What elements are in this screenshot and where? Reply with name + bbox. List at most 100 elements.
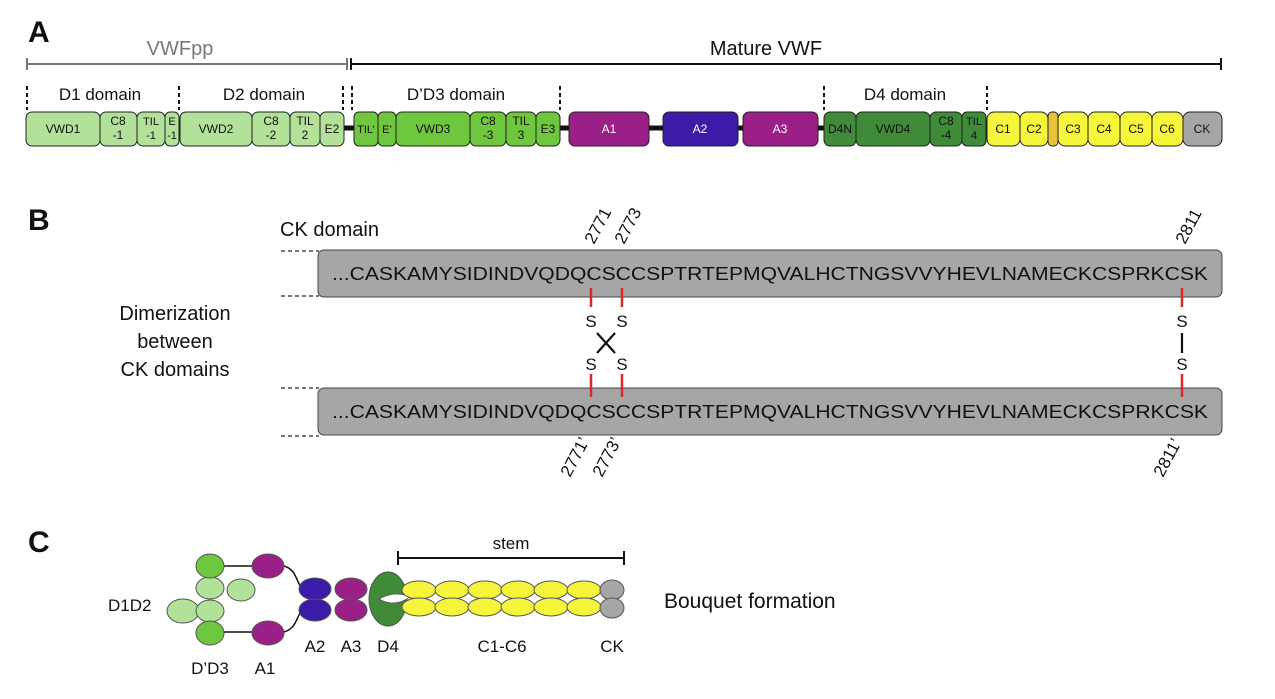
block-c6-label: C6 bbox=[1159, 122, 1175, 136]
block-d4n: D4N bbox=[823, 111, 857, 147]
d1d2-label: D1D2 bbox=[108, 596, 151, 615]
block-vwd2-label: VWD2 bbox=[199, 122, 234, 136]
block-vwd4: VWD4 bbox=[855, 111, 931, 147]
stem-bracket bbox=[397, 551, 625, 565]
bottom-ck-sequence-bar: ...CASKAMYSIDINDVQDQCSCCSPTRTEPMQVALHCTN… bbox=[317, 387, 1223, 436]
c1-c6-stem bbox=[401, 580, 602, 617]
dimerization-label-line2: between bbox=[137, 331, 213, 353]
block-a3-label: A3 bbox=[773, 122, 788, 136]
block-c3-label: C3 bbox=[1065, 122, 1081, 136]
block-c8-2-label: C8-2 bbox=[263, 114, 279, 142]
block-vwd1: VWD1 bbox=[25, 111, 101, 147]
block-c5-label: C5 bbox=[1128, 122, 1144, 136]
block-a2: A2 bbox=[662, 111, 739, 147]
ck-label: CK bbox=[600, 637, 624, 656]
block-c5: C5 bbox=[1119, 111, 1153, 147]
block-til-prime-label: TIL’ bbox=[357, 124, 375, 136]
block-vwd1-label: VWD1 bbox=[46, 122, 81, 136]
top-sequence-text: ...CASKAMYSIDINDVQDQCSCCSPTRTEPMQVALHCTN… bbox=[332, 263, 1209, 284]
d3-domains bbox=[195, 553, 225, 646]
a1-domains bbox=[251, 553, 285, 646]
panel-label-c: C bbox=[28, 526, 50, 559]
block-a2-label: A2 bbox=[693, 122, 708, 136]
residue-2811: 2811 bbox=[1172, 206, 1206, 247]
sulfur-bottom-2773: S bbox=[616, 355, 627, 374]
a2-label: A2 bbox=[305, 637, 326, 656]
cysteine-ticks bbox=[589, 288, 1184, 397]
domain-boundaries bbox=[26, 86, 988, 110]
disulfide-bonds bbox=[596, 332, 1184, 354]
panel-label-a: A bbox=[28, 16, 50, 49]
block-e-1-label: E-1 bbox=[167, 116, 177, 142]
block-c8-3: C8-3 bbox=[469, 111, 507, 147]
block-c8-4-label: C8-4 bbox=[938, 114, 954, 142]
d1d2-cluster bbox=[166, 576, 256, 624]
residue-2771: 2771 bbox=[581, 205, 616, 247]
d4-domain-label: D4 domain bbox=[864, 85, 946, 104]
block-e2: E2 bbox=[319, 111, 345, 147]
block-c8-3-label: C8-3 bbox=[480, 114, 496, 142]
panel-label-b: B bbox=[28, 204, 50, 237]
d4-label: D4 bbox=[377, 637, 399, 656]
dimerization-label-line3: CK domains bbox=[121, 359, 230, 381]
stem-label: stem bbox=[493, 534, 530, 553]
block-vwd2: VWD2 bbox=[179, 111, 253, 147]
block-c1-label: C1 bbox=[995, 122, 1011, 136]
residue-2773: 2773 bbox=[611, 205, 646, 247]
block-til-prime: TIL’ bbox=[353, 111, 379, 147]
block-c2: C2 bbox=[1019, 111, 1049, 147]
top-ck-sequence-bar: ...CASKAMYSIDINDVQDQCSCCSPTRTEPMQVALHCTN… bbox=[317, 249, 1223, 298]
block-ck-label: CK bbox=[1194, 122, 1211, 136]
block-e-prime-label: E’ bbox=[382, 124, 392, 136]
block-c1: C1 bbox=[986, 111, 1021, 147]
block-e-prime: E’ bbox=[377, 111, 397, 147]
a1-label: A1 bbox=[255, 659, 276, 678]
block-vwd3: VWD3 bbox=[395, 111, 471, 147]
block-til-1-label: TIL-1 bbox=[143, 116, 159, 142]
block-c2-linker bbox=[1047, 111, 1059, 147]
dimerization-label-line1: Dimerization bbox=[119, 303, 230, 325]
sulfur-bottom-2811: S bbox=[1176, 355, 1187, 374]
bottom-sequence-text: ...CASKAMYSIDINDVQDQCSCCSPTRTEPMQVALHCTN… bbox=[332, 401, 1209, 422]
residue-2773-prime: 2773’ bbox=[589, 434, 625, 480]
d1-domain-label: D1 domain bbox=[59, 85, 141, 104]
sequence-continuation-marks bbox=[281, 250, 319, 437]
residue-2811-prime: 2811’ bbox=[1150, 435, 1186, 480]
block-a1: A1 bbox=[568, 111, 650, 147]
mature-vwf-bracket bbox=[350, 58, 1222, 70]
vwfpp-label: VWFpp bbox=[147, 38, 214, 60]
d3-label: D’D3 bbox=[191, 659, 229, 678]
d4-domain bbox=[368, 571, 411, 627]
sulfur-top-2771: S bbox=[585, 312, 596, 331]
block-c8-1-label: C8-1 bbox=[110, 114, 126, 142]
ck-domain-label: CK domain bbox=[280, 219, 379, 241]
block-c4: C4 bbox=[1087, 111, 1121, 147]
block-vwd4-label: VWD4 bbox=[876, 122, 911, 136]
block-e2-label: E2 bbox=[325, 122, 340, 136]
residue-2771-prime: 2771’ bbox=[557, 434, 593, 480]
block-c3: C3 bbox=[1057, 111, 1089, 147]
sulfur-bottom-2771: S bbox=[585, 355, 596, 374]
sulfur-top-2811: S bbox=[1176, 312, 1187, 331]
block-c6: C6 bbox=[1151, 111, 1184, 147]
block-c2-label: C2 bbox=[1026, 122, 1042, 136]
block-c8-4: C8-4 bbox=[929, 111, 963, 147]
block-a1-label: A1 bbox=[602, 122, 617, 136]
block-c8-1: C8-1 bbox=[99, 111, 138, 147]
ck-domains bbox=[599, 579, 625, 619]
block-e-1: E-1 bbox=[164, 111, 180, 147]
block-e3-label: E3 bbox=[541, 122, 556, 136]
d3-domain-label: D’D3 domain bbox=[407, 85, 505, 104]
mature-vwf-label: Mature VWF bbox=[710, 38, 822, 60]
block-e3: E3 bbox=[535, 111, 561, 147]
d2-domain-label: D2 domain bbox=[223, 85, 305, 104]
a3-domains bbox=[334, 577, 368, 622]
sulfur-top-2773: S bbox=[616, 312, 627, 331]
